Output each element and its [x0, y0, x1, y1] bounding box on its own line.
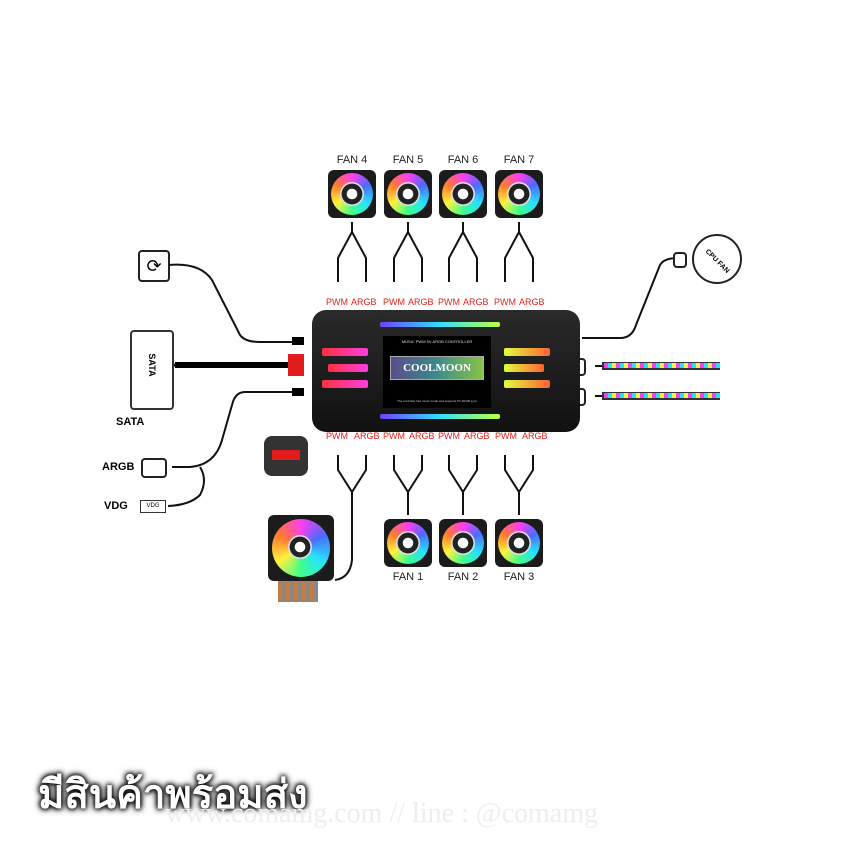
pwm-label: PWM: [326, 431, 348, 441]
pwm-label: PWM: [438, 431, 460, 441]
argb-label: ARGB: [354, 431, 380, 441]
fan-label: FAN 3: [503, 571, 535, 583]
fan-label: FAN 7: [503, 154, 535, 166]
pwm-label: PWM: [438, 297, 460, 307]
in-stock-banner: มีสินค้าพร้อมส่ง: [38, 773, 308, 817]
rgb-fan-icon: [384, 519, 432, 567]
vdg-plug-icon: VDG: [140, 500, 166, 513]
cpu-fan-label: CPU FAN: [703, 248, 731, 275]
pwm-label: PWM: [326, 297, 348, 307]
fan-label: FAN 4: [336, 154, 368, 166]
sata-connector-icon: SATA: [130, 330, 174, 410]
argb-strip-2: [604, 393, 720, 398]
power-reset-icon: ⟳: [138, 250, 170, 282]
fan-label: FAN 5: [392, 154, 424, 166]
argb-label: ARGB: [464, 431, 490, 441]
argb-plug-icon: [141, 458, 167, 478]
argb-label: ARGB: [409, 431, 435, 441]
argb-input-label: ARGB: [102, 461, 135, 473]
argb-label: ARGB: [522, 431, 548, 441]
rgb-fan-icon: [495, 170, 543, 218]
pwm-label: PWM: [495, 431, 517, 441]
argb-label: ARGB: [519, 297, 545, 307]
pwm-label: PWM: [383, 297, 405, 307]
argb-label: ARGB: [351, 297, 377, 307]
pwm-label: PWM: [494, 297, 516, 307]
cpu-cooler-fan-icon: [268, 515, 334, 581]
rgb-fan-icon: [439, 519, 487, 567]
rgb-fan-icon: [495, 519, 543, 567]
connector-closeup-icon: [264, 436, 308, 476]
vdg-input-label: VDG: [104, 500, 128, 512]
rgb-fan-icon: [384, 170, 432, 218]
cpu-fan-header-icon: CPU FAN: [692, 234, 742, 284]
argb-label: ARGB: [463, 297, 489, 307]
controller-footer: The controller has music mode and suppor…: [397, 399, 477, 403]
fan-label: FAN 1: [392, 571, 424, 583]
argb-strip-1: [604, 363, 720, 368]
rgb-fan-icon: [439, 170, 487, 218]
rgb-fan-icon: [328, 170, 376, 218]
pwm-label: PWM: [383, 431, 405, 441]
sata-plug-text: SATA: [147, 353, 157, 377]
fan-label: FAN 2: [447, 571, 479, 583]
cooler-heatpipes: [278, 578, 318, 602]
controller-screen: MUSIC PWM 5V ARGB CONTROLLER COOLMOON Th…: [383, 336, 491, 408]
sata-label: SATA: [116, 416, 145, 428]
argb-label: ARGB: [408, 297, 434, 307]
watermark: www.comamg.com // line : @comamg: [165, 798, 598, 829]
cpu-fan-plug-icon: [673, 252, 687, 268]
fan-label: FAN 6: [447, 154, 479, 166]
controller-header: MUSIC PWM 5V ARGB CONTROLLER: [401, 339, 473, 344]
coolmoon-logo: COOLMOON: [390, 356, 484, 380]
